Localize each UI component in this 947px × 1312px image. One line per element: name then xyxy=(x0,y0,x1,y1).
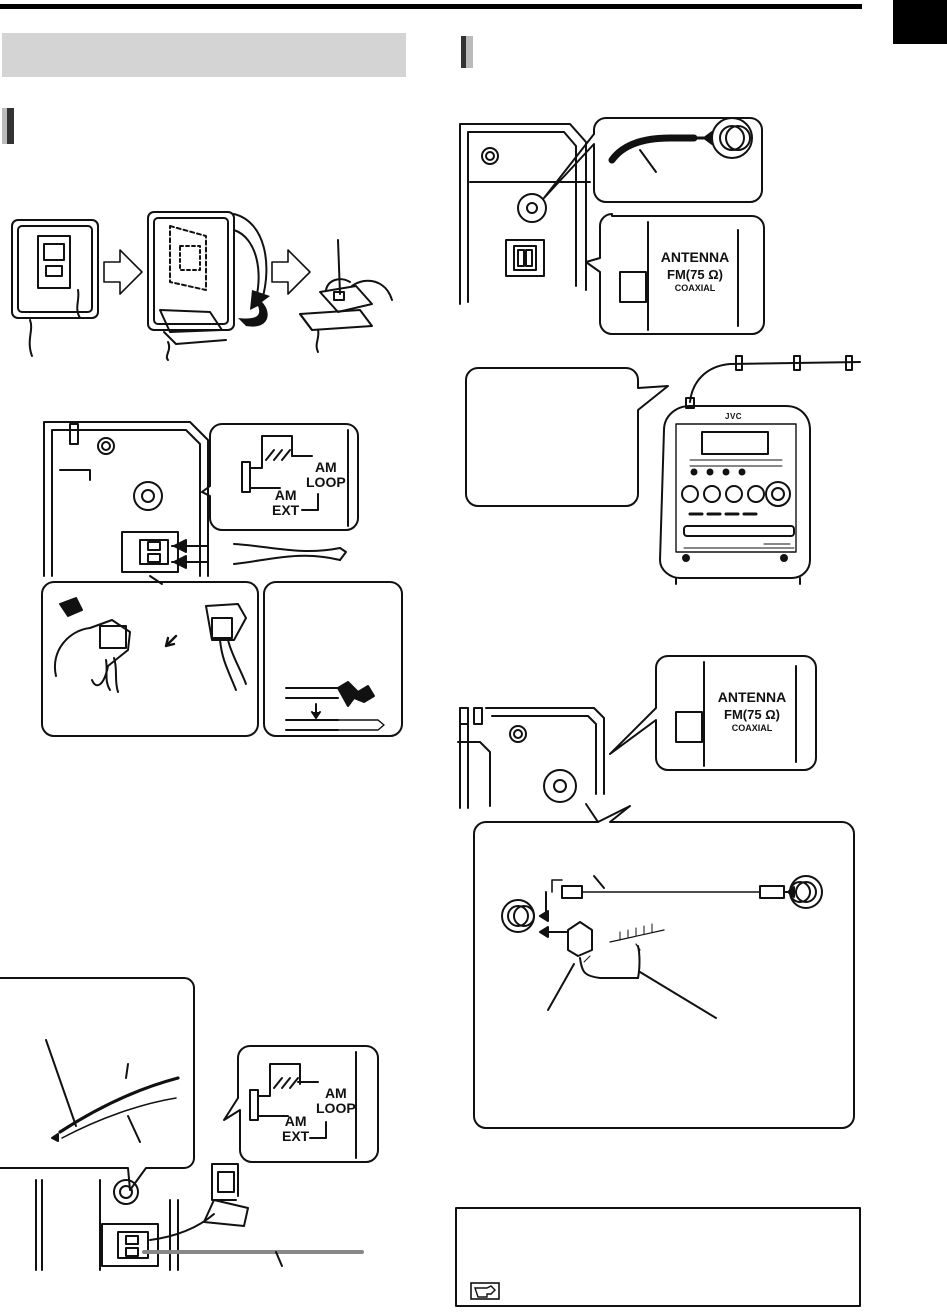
fm-plug-callout xyxy=(543,117,763,203)
fm-external-antenna-callout xyxy=(473,805,855,1129)
coaxial-text-lower: COAXIAL xyxy=(731,723,773,733)
top-rule xyxy=(0,4,862,9)
fm-rear-panel xyxy=(459,123,591,305)
am-loop-assembly-step3 xyxy=(299,239,393,353)
wire-arrow-lower xyxy=(173,555,187,569)
wire-arrow-upper xyxy=(173,539,187,553)
am-loop-assembly-step2 xyxy=(147,211,268,361)
fm75-text: FM(75 Ω) xyxy=(667,267,723,282)
hand-pointing-icon xyxy=(470,1282,500,1300)
micro-system-unit xyxy=(659,405,811,585)
am-ext-label: AM EXT xyxy=(272,487,300,518)
rotate-arrow xyxy=(238,290,270,327)
fm-antenna-label-lower: ANTENNA FM(75 Ω) COAXIAL xyxy=(708,688,796,734)
am-ext-label-lower: AM EXT xyxy=(282,1113,310,1144)
am-loop-assembly-step1 xyxy=(11,219,99,357)
page-tab xyxy=(893,0,947,44)
fm-rear-panel-lower xyxy=(457,707,605,809)
reference-note-box xyxy=(455,1207,861,1307)
fm75-text-lower: FM(75 Ω) xyxy=(724,707,780,722)
outdoor-wire-callout xyxy=(0,977,195,1191)
am-loop-label-lower: AM LOOP xyxy=(316,1085,356,1116)
subsection-marker-fm xyxy=(461,36,473,68)
brand-logo: JVC xyxy=(725,412,743,421)
section-header-bar xyxy=(2,33,406,77)
fm-note-bubble xyxy=(465,367,669,507)
arrow-step2 xyxy=(271,249,311,295)
fm-antenna-callout-lower xyxy=(609,655,817,771)
am-loop-label: AM LOOP xyxy=(306,459,346,490)
arrow-step1 xyxy=(103,249,143,295)
am-terminal-callout xyxy=(201,423,359,531)
terminal-instruction-box xyxy=(41,581,259,737)
fm-antenna-callout xyxy=(585,213,765,335)
antenna-text-lower: ANTENNA xyxy=(717,689,787,705)
am-rear-panel-lower xyxy=(35,1163,249,1271)
fm-antenna-label: ANTENNA FM(75 Ω) COAXIAL xyxy=(652,248,738,294)
am-terminal-callout-lower xyxy=(223,1045,379,1163)
subsection-marker-am xyxy=(2,108,14,144)
wire-prep-box xyxy=(263,581,403,737)
am-rear-panel xyxy=(43,421,209,577)
hand-pointing-icon-shape xyxy=(470,1282,500,1300)
coaxial-text: COAXIAL xyxy=(674,283,716,293)
antenna-text: ANTENNA xyxy=(660,249,730,265)
